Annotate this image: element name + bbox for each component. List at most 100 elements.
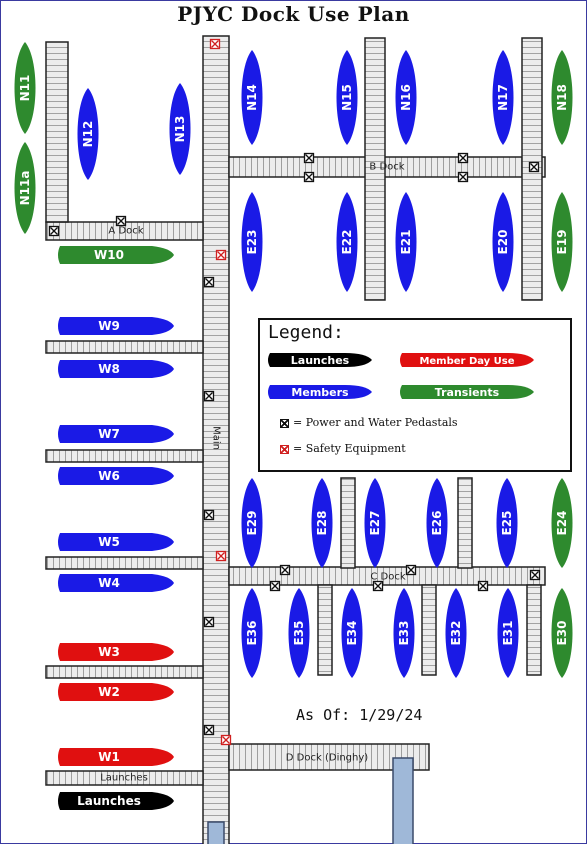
power-pedestal-icon-16-stroke-b <box>281 566 289 574</box>
slip-n11-boat <box>14 42 36 134</box>
slip-e23-boat <box>241 192 263 292</box>
slip-e25-label: E25 <box>500 511 514 536</box>
slip-e27-label: E27 <box>368 511 382 536</box>
slip-w2-boat <box>58 683 174 701</box>
slip-w6-label: W6 <box>98 469 120 483</box>
c-dock-finger-1 <box>340 477 356 569</box>
slip-e20-boat <box>492 192 514 292</box>
safety-equipment-icon-8-stroke-b <box>222 736 230 744</box>
slip-w7-label: W7 <box>98 427 120 441</box>
safety-equipment-icon-1-stroke-b <box>217 251 225 259</box>
slip-e29-label: E29 <box>245 511 259 536</box>
slip-n11-label: N11 <box>18 75 32 102</box>
legend-safety-text: = Safety Equipment <box>293 442 406 455</box>
slip-e35-boat <box>288 588 310 678</box>
slip-e35-label: E35 <box>292 621 306 646</box>
power-pedestal-icon <box>280 418 289 428</box>
w-pier-7-6 <box>45 449 204 463</box>
slip-e34-label: E34 <box>345 621 359 646</box>
slip-launches-label: Launches <box>77 794 141 808</box>
slip-e24-boat <box>551 478 573 568</box>
legend-transients-label: Transients <box>435 386 500 399</box>
slip-e26-boat <box>426 478 448 568</box>
legend-member-day-label: Member Day Use <box>419 356 514 367</box>
slip-w5-boat <box>58 533 174 551</box>
w-pier-3-2 <box>45 665 204 679</box>
c-dock-finger-2 <box>457 477 473 569</box>
slip-e24-label: E24 <box>555 511 569 536</box>
slip-e21-boat <box>395 192 417 292</box>
slip-w1-boat <box>58 748 174 766</box>
slip-e27-boat <box>364 478 386 568</box>
slip-e36-boat <box>241 588 263 678</box>
slip-e30-label: E30 <box>555 621 569 646</box>
legend-power-text: = Power and Water Pedastals <box>293 416 458 429</box>
slip-e32-label: E32 <box>449 621 463 646</box>
power-pedestal-icon-7-stroke-b <box>205 726 213 734</box>
power-pedestal-icon-3-stroke-b <box>205 392 213 400</box>
slip-w9-boat <box>58 317 174 335</box>
c-dock-finger-3 <box>317 584 333 676</box>
power-pedestal-icon-17-stroke-b <box>271 582 279 590</box>
slip-e25-boat <box>496 478 518 568</box>
slip-w8-label: W8 <box>98 362 120 376</box>
power-pedestal-icon-10-stroke-b <box>117 217 125 225</box>
legend-transients-swatch <box>400 385 534 399</box>
slip-e33-boat <box>393 588 415 678</box>
slip-e20-label: E20 <box>496 230 510 255</box>
slip-w4-boat <box>58 574 174 592</box>
c-dock-finger-5 <box>526 584 542 676</box>
slip-n11a-boat <box>14 142 36 234</box>
slip-e19-boat <box>551 192 573 292</box>
c-dock-finger-4 <box>421 584 437 676</box>
slip-w6-boat <box>58 467 174 485</box>
launches-dock <box>45 770 204 786</box>
legend-members-swatch <box>268 385 372 399</box>
legend-power-note: = Power and Water Pedastals <box>280 416 458 429</box>
safety-equipment-icon-5-stroke-b <box>217 552 225 560</box>
a-dock-finger <box>45 41 69 223</box>
power-pedestal-icon-20-stroke-b <box>479 582 487 590</box>
legend-launches-swatch <box>268 353 372 367</box>
slip-e22-label: E22 <box>340 230 354 255</box>
slip-n13-boat <box>169 83 191 175</box>
slip-n14-label: N14 <box>245 84 259 111</box>
power-pedestal-icon-6-stroke-b <box>205 618 213 626</box>
power-pedestal-icon-18-stroke-b <box>374 582 382 590</box>
slip-w3-label: W3 <box>98 645 120 659</box>
slip-n14-boat <box>241 50 263 145</box>
slip-e28-boat <box>311 478 333 568</box>
legend-box: Legend: Launches Member Day Use Members … <box>258 318 572 472</box>
w-pier-9-8 <box>45 340 204 354</box>
c-dock-walkway <box>228 566 546 586</box>
slip-e26-label: E26 <box>430 511 444 536</box>
launches-dock-label: Launches <box>100 773 148 784</box>
power-pedestal-icon-13-stroke-b <box>459 154 467 162</box>
power-pedestal-icon-12-stroke-b <box>305 173 313 181</box>
slip-launches-boat <box>58 792 174 810</box>
power-pedestal-icon-21-stroke-b <box>531 571 539 579</box>
slip-w10-boat <box>58 246 174 264</box>
slip-w7-boat <box>58 425 174 443</box>
slip-n15-boat <box>336 50 358 145</box>
slip-n12-label: N12 <box>81 121 95 148</box>
slip-e19-label: E19 <box>555 230 569 255</box>
slip-e36-label: E36 <box>245 621 259 646</box>
slip-n16-boat <box>395 50 417 145</box>
power-pedestal-icon-19-stroke-b <box>407 566 415 574</box>
slip-n11a-label: N11a <box>18 171 32 206</box>
power-pedestal-icon-4-stroke-b <box>205 511 213 519</box>
main-piling <box>207 821 225 844</box>
power-pedestal-icon-9-stroke-b <box>50 227 58 235</box>
slip-e33-label: E33 <box>397 621 411 646</box>
safety-equipment-icon <box>280 444 289 454</box>
legend-swatches: Launches Member Day Use Members Transien… <box>268 353 534 399</box>
slip-n15-label: N15 <box>340 84 354 111</box>
slip-w8-boat <box>58 360 174 378</box>
slip-n13-label: N13 <box>173 116 187 143</box>
legend-title: Legend: <box>268 322 344 343</box>
slip-w2-label: W2 <box>98 685 120 699</box>
page-title: PJYC Dock Use Plan <box>177 2 410 26</box>
power-pedestal-icon-11-stroke-b <box>305 154 313 162</box>
